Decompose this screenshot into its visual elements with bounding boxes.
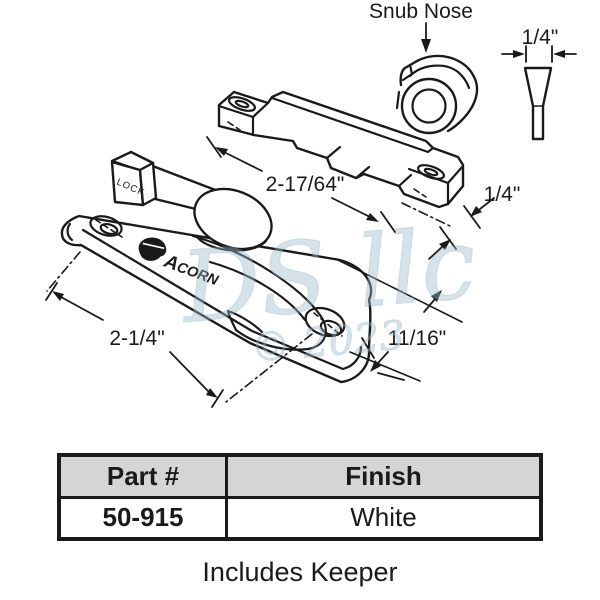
watermark-text: DS llc [175,207,480,346]
finish-cell: White [350,502,417,533]
table-data-row: 50-915 White [61,498,539,537]
lock-lever: LOCK [110,150,273,252]
svg-text:11/16": 11/16" [388,327,446,350]
lever-paddle [193,187,273,251]
dimension-annotations: Snub Nose 1/4" 2-17/64" [45,0,577,408]
snub-nose-label: Snub Nose [369,0,473,23]
snub-nose-arrow-icon [421,22,431,53]
brand-logo [138,237,167,261]
left-screw-hole [89,215,123,238]
dim-keeper-length: 2-17/64" [206,136,396,233]
includes-keeper-note: Includes Keeper [202,557,398,587]
lock-base [60,214,372,384]
parts-table: Part # Finish 50-915 White [57,453,543,541]
svg-text:2-17/64": 2-17/64" [266,173,345,196]
dim-profile-width: 1/4" [501,26,577,63]
svg-text:1/4": 1/4" [522,26,559,49]
svg-text:2-1/4": 2-1/4" [109,327,164,350]
part-number-header: Part # [61,457,228,496]
svg-text:1/4": 1/4" [484,183,521,206]
technical-drawing: ACORN LOCK [45,0,577,408]
part-number-cell: 50-915 [61,498,228,537]
cam-hook [191,234,327,351]
dim-base-length: 2-1/4" [45,251,313,408]
keeper-bar-drawing [217,90,465,209]
right-screw-hole [304,306,346,338]
dim-keeper-height: 1/4" [401,183,521,260]
table-header-row: Part # Finish [61,457,539,499]
sash-lock-drawing: ACORN LOCK [60,150,372,384]
dim-base-width: 11/16" [335,258,463,382]
finish-header: Finish [345,460,422,491]
snub-nose-ring [400,77,458,135]
snub-nose-keeper-drawing [395,54,479,135]
keeper-profile-drawing [523,66,553,141]
